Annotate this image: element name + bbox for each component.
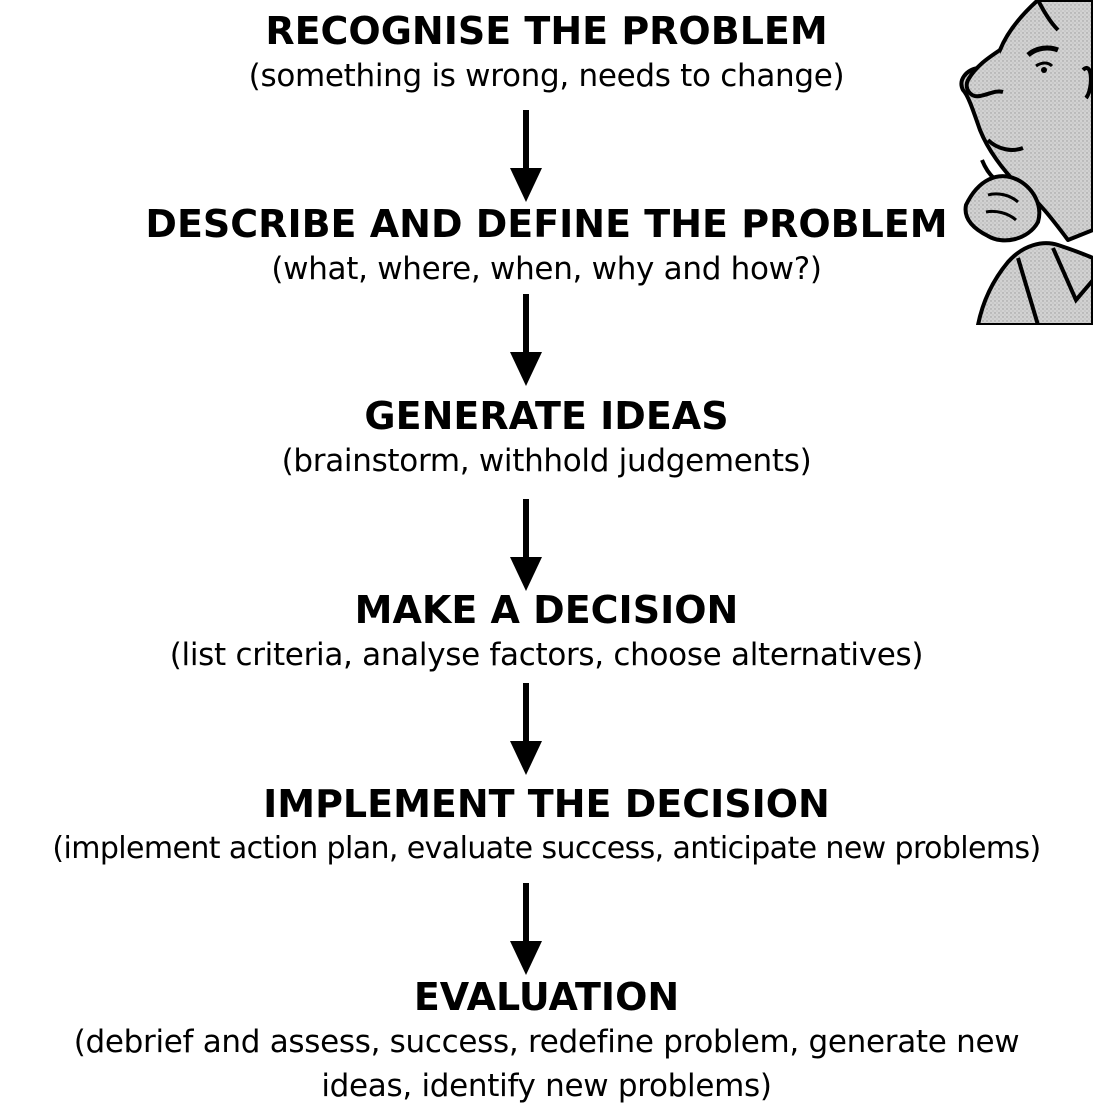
step-description: (implement action plan, evaluate success… [52, 831, 1041, 866]
down-arrow-icon [510, 883, 542, 975]
step-title: EVALUATION [413, 975, 680, 1019]
step-title: MAKE A DECISION [354, 588, 739, 632]
step-make-decision: MAKE A DECISION (list criteria, analyse … [0, 587, 1093, 677]
step-generate-ideas: GENERATE IDEAS (brainstorm, withhold jud… [0, 393, 1093, 483]
step-description: (something is wrong, needs to change) [248, 58, 845, 94]
step-title: RECOGNISE THE PROBLEM [265, 9, 828, 53]
step-title: DESCRIBE AND DEFINE THE PROBLEM [145, 202, 948, 246]
step-title: IMPLEMENT THE DECISION [263, 782, 830, 826]
step-recognise: RECOGNISE THE PROBLEM (something is wron… [0, 8, 1093, 98]
step-describe: DESCRIBE AND DEFINE THE PROBLEM (what, w… [0, 201, 1093, 291]
down-arrow-icon [510, 294, 542, 386]
step-description: (what, where, when, why and how?) [271, 251, 822, 287]
step-description: (debrief and assess, success, redefine p… [73, 1024, 1020, 1104]
step-implement: IMPLEMENT THE DECISION (implement action… [0, 781, 1093, 871]
down-arrow-icon [510, 683, 542, 775]
down-arrow-icon [510, 110, 542, 202]
step-evaluation: EVALUATION (debrief and assess, success,… [0, 974, 1093, 1108]
step-title: GENERATE IDEAS [364, 394, 729, 438]
down-arrow-icon [510, 499, 542, 591]
step-description: (list criteria, analyse factors, choose … [169, 637, 924, 673]
step-description: (brainstorm, withhold judgements) [281, 443, 812, 479]
thinking-man-icon [959, 0, 1093, 325]
